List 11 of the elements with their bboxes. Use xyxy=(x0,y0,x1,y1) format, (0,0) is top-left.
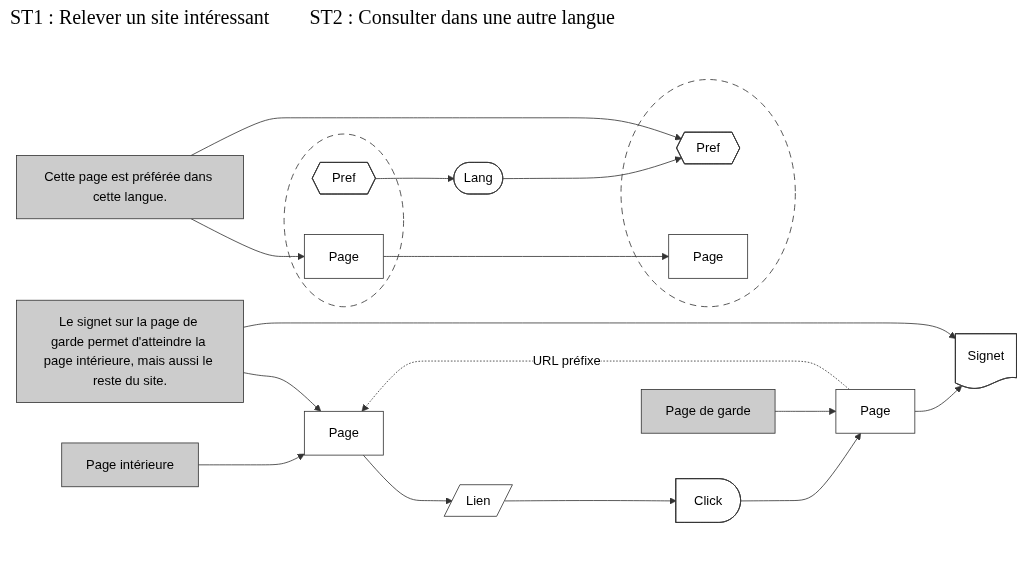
node-box: Page xyxy=(303,233,384,279)
node-box: Page de garde xyxy=(640,388,776,434)
edge-label: URL préfixe xyxy=(532,353,601,368)
section-heading: ST1 : Relever un site intéressant xyxy=(10,6,270,29)
node-box: Cette page est préférée dans cette langue. xyxy=(16,154,244,219)
section-heading: ST2 : Consulter dans une autre langue xyxy=(309,6,615,29)
node-box: Page xyxy=(835,388,916,434)
node-box: Le signet sur la page de garde permet d'atteindre la page intérieure, mais aussi le reste du site. xyxy=(16,299,244,403)
node-box: Page xyxy=(303,410,384,456)
node-box: Page xyxy=(668,233,749,279)
node-box: Page intérieure xyxy=(61,442,199,487)
